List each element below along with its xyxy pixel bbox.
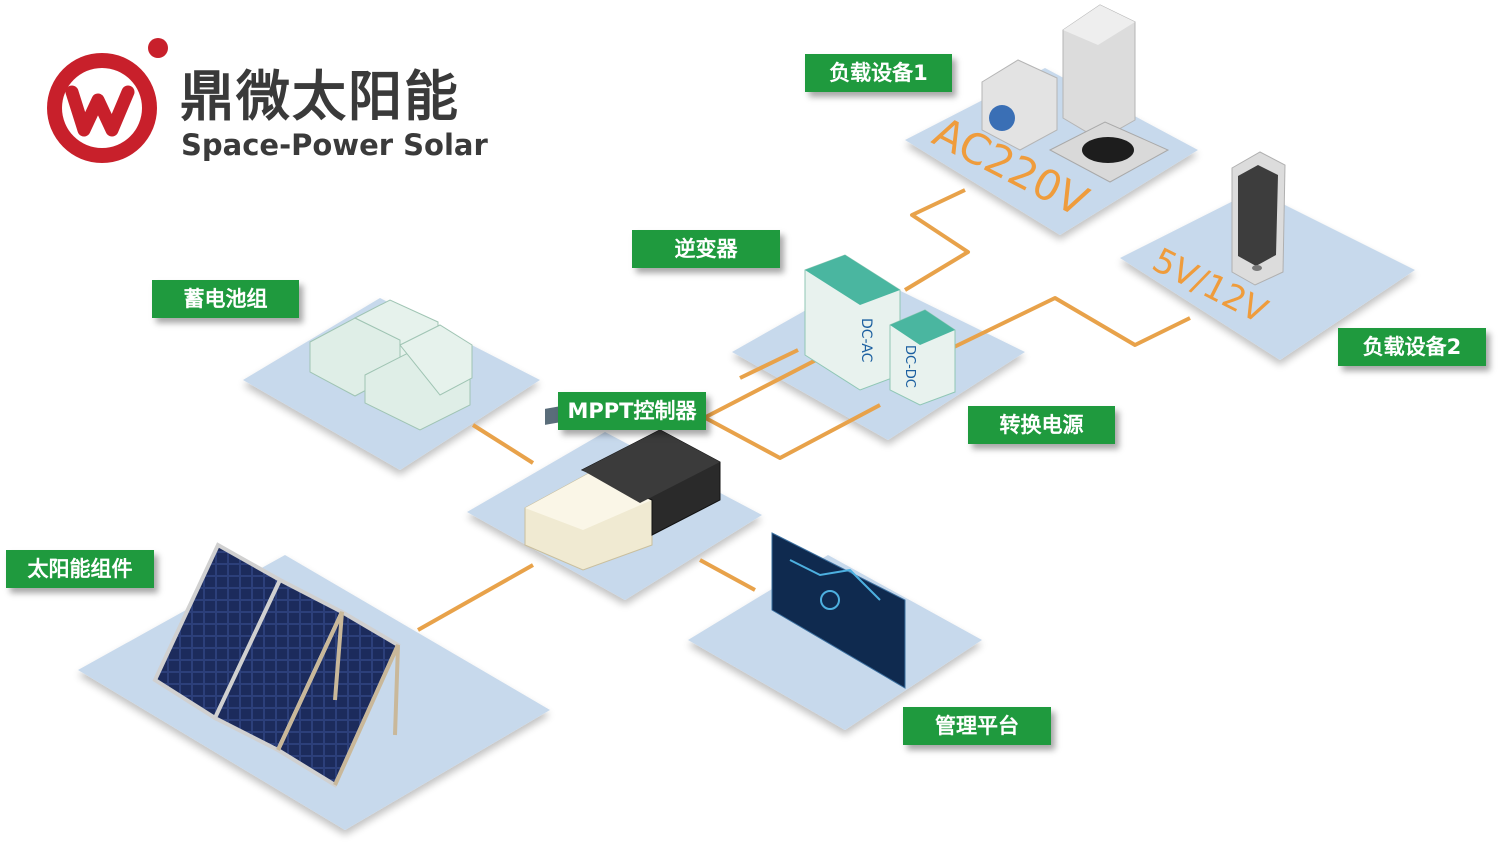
device-text-dcdc: DC-DC [902, 345, 917, 388]
label-battery: 蓄电池组 [152, 280, 299, 318]
label-solar: 太阳能组件 [6, 550, 154, 588]
appliance-group [981, 4, 1170, 183]
converter-devices [804, 254, 956, 406]
management-screen [771, 532, 906, 689]
label-load1: 负载设备1 [805, 54, 952, 92]
battery-bank [309, 299, 473, 431]
solar-array [152, 542, 401, 788]
brand-name: 鼎微太阳能 [180, 65, 460, 128]
label-management: 管理平台 [903, 707, 1051, 745]
label-converter: 转换电源 [968, 406, 1115, 444]
device-text-dcac: DC-AC [858, 318, 874, 363]
brand-subtitle: Space-Power Solar [181, 128, 488, 162]
logo [47, 38, 168, 163]
label-mppt: MPPT控制器 [558, 392, 706, 430]
wires [417, 188, 1191, 632]
phone-device [1231, 151, 1286, 286]
label-inverter: 逆变器 [632, 230, 780, 268]
platform-load1 [905, 68, 1198, 235]
label-load2: 负载设备2 [1338, 328, 1486, 366]
